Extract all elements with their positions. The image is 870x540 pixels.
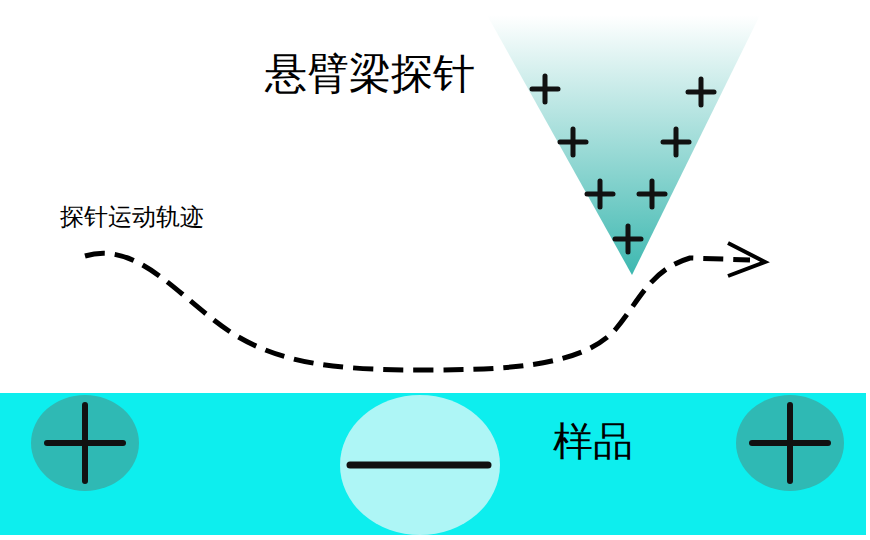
positive-region — [31, 395, 139, 491]
sample-label: 样品 — [553, 419, 633, 463]
trajectory-path — [85, 253, 750, 370]
sample-shape — [0, 393, 866, 535]
negative-region — [340, 395, 500, 535]
positive-charge — [699, 79, 704, 105]
probe-label: 悬臂梁探针 — [265, 51, 475, 97]
positive-charge — [674, 129, 679, 155]
sample-band: 样品 — [0, 393, 866, 535]
positive-charge — [571, 129, 576, 155]
positive-charge — [598, 181, 603, 207]
sample-ground — [0, 393, 866, 535]
trajectory-label: 探针运动轨迹 — [60, 204, 204, 230]
positive-charge — [543, 76, 548, 102]
cantilever-tip — [487, 15, 760, 275]
trajectory-arrowhead — [728, 243, 765, 276]
positive-charge — [82, 405, 88, 481]
negative-charge — [350, 462, 488, 469]
positive-charge — [626, 226, 631, 252]
positive-charge — [650, 181, 655, 207]
positive-region — [736, 395, 844, 491]
positive-charge — [787, 405, 793, 481]
probe-node: 悬臂梁探针 — [260, 15, 765, 280]
